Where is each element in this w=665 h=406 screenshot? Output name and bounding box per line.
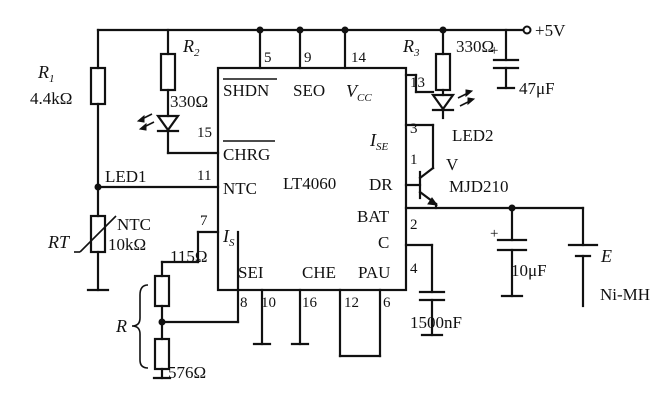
svg-text:+: +	[490, 226, 498, 242]
r1-resistor	[89, 66, 107, 106]
junctions	[94, 26, 516, 326]
c1500-value: 1500nF	[410, 313, 462, 332]
pin-num-is: 7	[200, 213, 208, 229]
resistor-115	[153, 274, 171, 308]
battery-name: E	[600, 246, 612, 266]
pin-num-ise: 3	[410, 121, 418, 137]
r2-resistor	[159, 52, 177, 92]
rt-name: RT	[47, 232, 71, 252]
pin-label-dr: DR	[369, 175, 393, 194]
pin-label-pau: PAU	[358, 263, 390, 282]
r1-value: 4.4kΩ	[30, 89, 72, 108]
pin-num-chrg: 15	[197, 125, 212, 141]
is-divider: 115Ω 576Ω R	[115, 230, 240, 382]
pin-label-is: IS	[222, 226, 235, 249]
pin-label-sei: SEI	[238, 263, 264, 282]
c10-value: 10μF	[511, 261, 547, 280]
pin-label-chrg: CHRG	[223, 145, 270, 164]
pin-num-che: 16	[302, 295, 318, 311]
ic-lt4060: LT4060 5 9 14 SHDN SEO VCC 15 CHRG 11 NT…	[96, 28, 425, 311]
r1-name: R1	[37, 62, 55, 85]
pin-num-12: 12	[344, 295, 359, 311]
pin-num-pau: 6	[383, 295, 391, 311]
r3-led2-branch: R3 330Ω LED2	[402, 28, 494, 145]
c47-value: 47μF	[519, 79, 555, 98]
transistor-part: MJD210	[449, 177, 509, 196]
battery-section: + 10μF E Ni-MH	[404, 206, 650, 308]
r3-name: R3	[402, 36, 420, 59]
ic-name: LT4060	[283, 174, 336, 193]
pin-num-8: 8	[240, 295, 248, 311]
transistor-name: V	[446, 155, 459, 174]
supply-label: +5V	[535, 21, 566, 40]
battery-type: Ni-MH	[600, 285, 650, 304]
pin-num-bat: 2	[410, 217, 418, 233]
pin-label-ise: ISE	[369, 130, 389, 153]
bottom-pin-wiring	[236, 230, 382, 358]
rt-value: 10kΩ	[108, 235, 146, 254]
r-group-name: R	[115, 316, 127, 336]
r-115-value: 115Ω	[170, 247, 208, 266]
pin-num-dr: 1	[410, 152, 418, 168]
pin-num-vcc: 14	[351, 50, 367, 66]
pin-num-c: 4	[410, 261, 418, 277]
chrg-led	[155, 114, 181, 132]
led1-label: LED1	[105, 167, 147, 186]
cap-47uf: + 47μF	[490, 28, 555, 98]
resistor-576	[153, 337, 171, 371]
pin-label-vcc: VCC	[346, 81, 372, 104]
rt-type: NTC	[117, 215, 151, 234]
pin-num-led13: 13	[410, 75, 425, 91]
transistor-mjd210: V MJD210	[404, 123, 509, 210]
pin-num-seo: 9	[304, 50, 312, 66]
r-576-value: 576Ω	[168, 363, 206, 382]
r2-value: 330Ω	[170, 92, 208, 111]
pin-label-bat: BAT	[357, 207, 390, 226]
pin-label-ntc: NTC	[223, 179, 257, 198]
pin-label-shdn: SHDN	[223, 81, 269, 100]
cap-1500nf: 1500nF	[404, 243, 462, 337]
led2-label: LED2	[452, 126, 494, 145]
r2-led-branch: R2 330Ω	[136, 28, 220, 155]
pin-label-che: CHE	[302, 263, 336, 282]
pin-label-c: C	[378, 233, 389, 252]
r-group-brace	[131, 284, 149, 369]
r3-resistor	[434, 52, 452, 92]
svg-text:+: +	[490, 43, 498, 59]
pin-label-seo: SEO	[293, 81, 325, 100]
led2	[430, 93, 456, 111]
r1-branch: R1 4.4kΩ LED1 RT NTC 10kΩ	[30, 28, 151, 292]
pin-num-sei: 10	[261, 295, 276, 311]
pin-num-shdn: 5	[264, 50, 272, 66]
r3-value: 330Ω	[456, 37, 494, 56]
r2-name: R2	[182, 36, 200, 59]
pin-num-ntc: 11	[197, 168, 211, 184]
